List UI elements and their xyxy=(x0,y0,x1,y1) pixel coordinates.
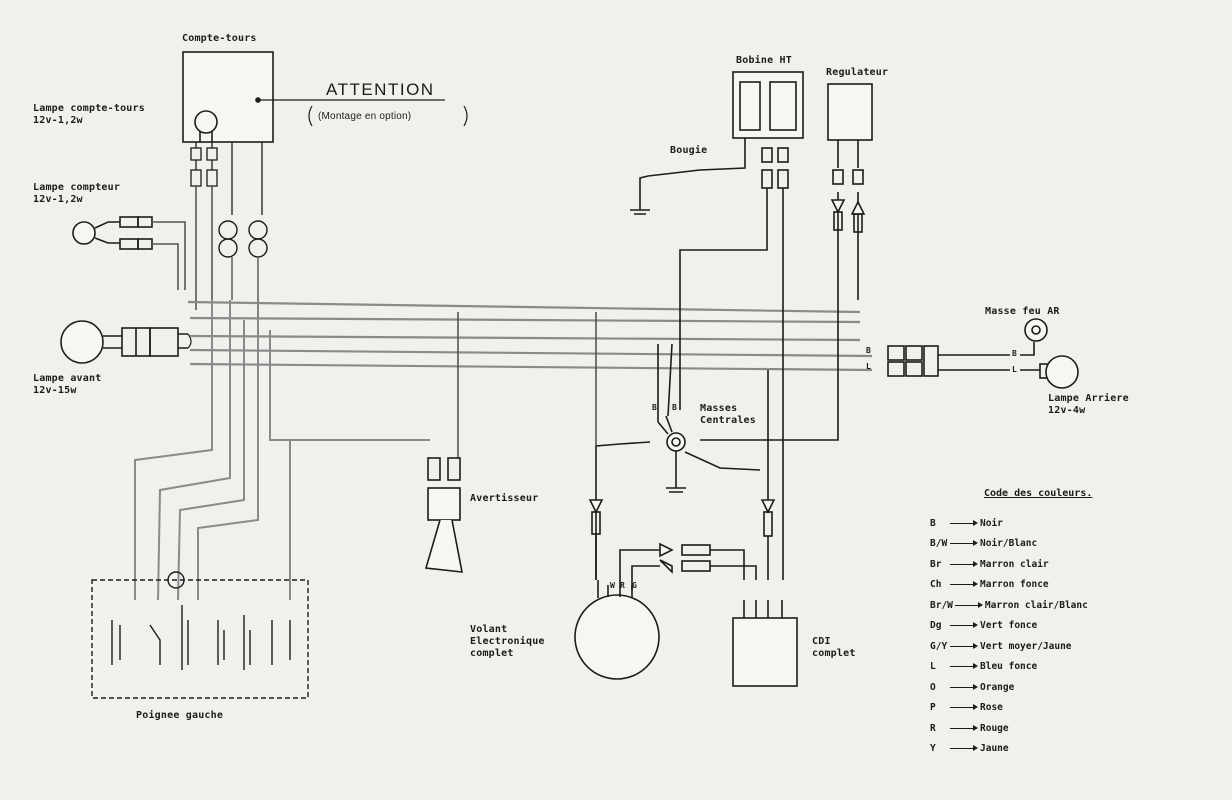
legend-color-name: Marron clair/Blanc xyxy=(984,599,1088,611)
wire-letter-b-ground1: B xyxy=(652,403,658,412)
wire-letter-r: R xyxy=(620,581,626,590)
legend-code: Ch xyxy=(930,579,942,591)
legend-row: Y Jaune xyxy=(930,739,1170,760)
wire-letter-l: L xyxy=(866,362,872,371)
legend-row: B Noir xyxy=(930,513,1170,534)
rear-lamp-icon xyxy=(1045,355,1079,389)
legend-color-name: Marron clair xyxy=(980,558,1049,570)
legend-code: B/W xyxy=(930,538,948,550)
legend-code: O xyxy=(930,681,936,693)
central-ground-icon xyxy=(666,432,686,452)
headlamp-label: Lampe avant 12v-15w xyxy=(33,373,102,396)
cdi-label: CDI complet xyxy=(812,636,856,659)
arrow-right-icon xyxy=(950,724,978,731)
legend-row: P Rose xyxy=(930,698,1170,719)
legend-row: Ch Marron fonce xyxy=(930,575,1170,596)
wire-letter-b-rear: B xyxy=(1012,349,1018,358)
legend-row: Br/W Marron clair/Blanc xyxy=(930,595,1170,616)
arrow-right-icon xyxy=(954,601,983,608)
legend-code: Y xyxy=(930,743,936,755)
speedo-lamp-label: Lampe compteur 12v-1,2w xyxy=(33,182,121,205)
spark-plug-label: Bougie xyxy=(670,145,708,156)
legend-code: P xyxy=(930,702,936,714)
legend-title: Code des couleurs. xyxy=(984,488,1093,499)
attention-title: ATTENTION xyxy=(326,80,435,99)
ignition-coil-label: Bobine HT xyxy=(736,55,792,66)
wire-letter-b: B xyxy=(866,346,872,355)
ignition-coil-box xyxy=(732,71,804,139)
arrow-right-icon xyxy=(950,642,978,649)
legend-code: Br xyxy=(930,558,942,570)
regulator-box xyxy=(827,83,873,141)
wire-letter-g: G xyxy=(632,581,638,590)
legend-row: G/Y Vert moyer/Jaune xyxy=(930,636,1170,657)
horn-body xyxy=(427,487,461,521)
wire-letter-w: W xyxy=(610,581,616,590)
rear-lamp-label: Lampe Arriere 12v-4w xyxy=(1048,393,1129,416)
arrow-right-icon xyxy=(950,704,978,711)
regulator-label: Regulateur xyxy=(826,67,889,78)
cdi-box xyxy=(732,617,798,687)
legend-color-name: Marron fonce xyxy=(980,579,1049,591)
attention-note: (Montage en option) xyxy=(318,111,412,122)
arrow-right-icon xyxy=(950,745,978,752)
magneto-label: Volant Electronique complet xyxy=(470,624,545,659)
horn-label: Avertisseur xyxy=(470,493,539,504)
legend-code: R xyxy=(930,722,936,734)
legend-color-name: Bleu fonce xyxy=(980,661,1038,673)
legend-color-name: Vert moyer/Jaune xyxy=(980,640,1072,652)
legend-color-name: Noir/Blanc xyxy=(980,538,1038,550)
left-grip-label: Poignee gauche xyxy=(136,710,224,721)
arrow-right-icon xyxy=(950,540,978,547)
legend-code: Br/W xyxy=(930,599,953,611)
arrow-right-icon xyxy=(950,519,978,526)
arrow-right-icon xyxy=(950,663,978,670)
legend-color-name: Orange xyxy=(980,681,1015,693)
wire-letter-b-ground2: B xyxy=(672,403,678,412)
arrow-right-icon xyxy=(950,683,978,690)
legend-color-name: Jaune xyxy=(980,743,1009,755)
speedo-lamp-icon xyxy=(72,221,96,245)
tacho-lamp-icon xyxy=(194,110,218,134)
legend-code: G/Y xyxy=(930,640,948,652)
headlamp-icon xyxy=(60,320,104,364)
arrow-right-icon xyxy=(950,560,978,567)
legend-row: B/W Noir/Blanc xyxy=(930,534,1170,555)
magneto-icon xyxy=(574,594,660,680)
tacho-lamp-label: Lampe compte-tours 12v-1,2w xyxy=(33,103,145,126)
arrow-right-icon xyxy=(950,622,978,629)
central-grounds-label: Masses Centrales xyxy=(700,403,756,426)
legend-color-name: Rouge xyxy=(980,722,1009,734)
arrow-right-icon xyxy=(950,581,978,588)
tail-ground-label: Masse feu AR xyxy=(985,306,1060,317)
legend-row: Br Marron clair xyxy=(930,554,1170,575)
legend-row: Dg Vert fonce xyxy=(930,616,1170,637)
wire-letter-l-rear: L xyxy=(1012,365,1018,374)
legend-color-name: Rose xyxy=(980,702,1003,714)
legend-code: B xyxy=(930,517,936,529)
legend-row: R Rouge xyxy=(930,718,1170,739)
legend-code: Dg xyxy=(930,620,942,632)
tail-ground-icon xyxy=(1024,318,1048,342)
legend-color-name: Vert fonce xyxy=(980,620,1038,632)
legend-row: O Orange xyxy=(930,677,1170,698)
legend-code: L xyxy=(930,661,936,673)
legend-color-name: Noir xyxy=(980,517,1003,529)
left-grip-box xyxy=(91,579,309,699)
tachometer-label: Compte-tours xyxy=(182,33,257,44)
legend-row: L Bleu fonce xyxy=(930,657,1170,678)
